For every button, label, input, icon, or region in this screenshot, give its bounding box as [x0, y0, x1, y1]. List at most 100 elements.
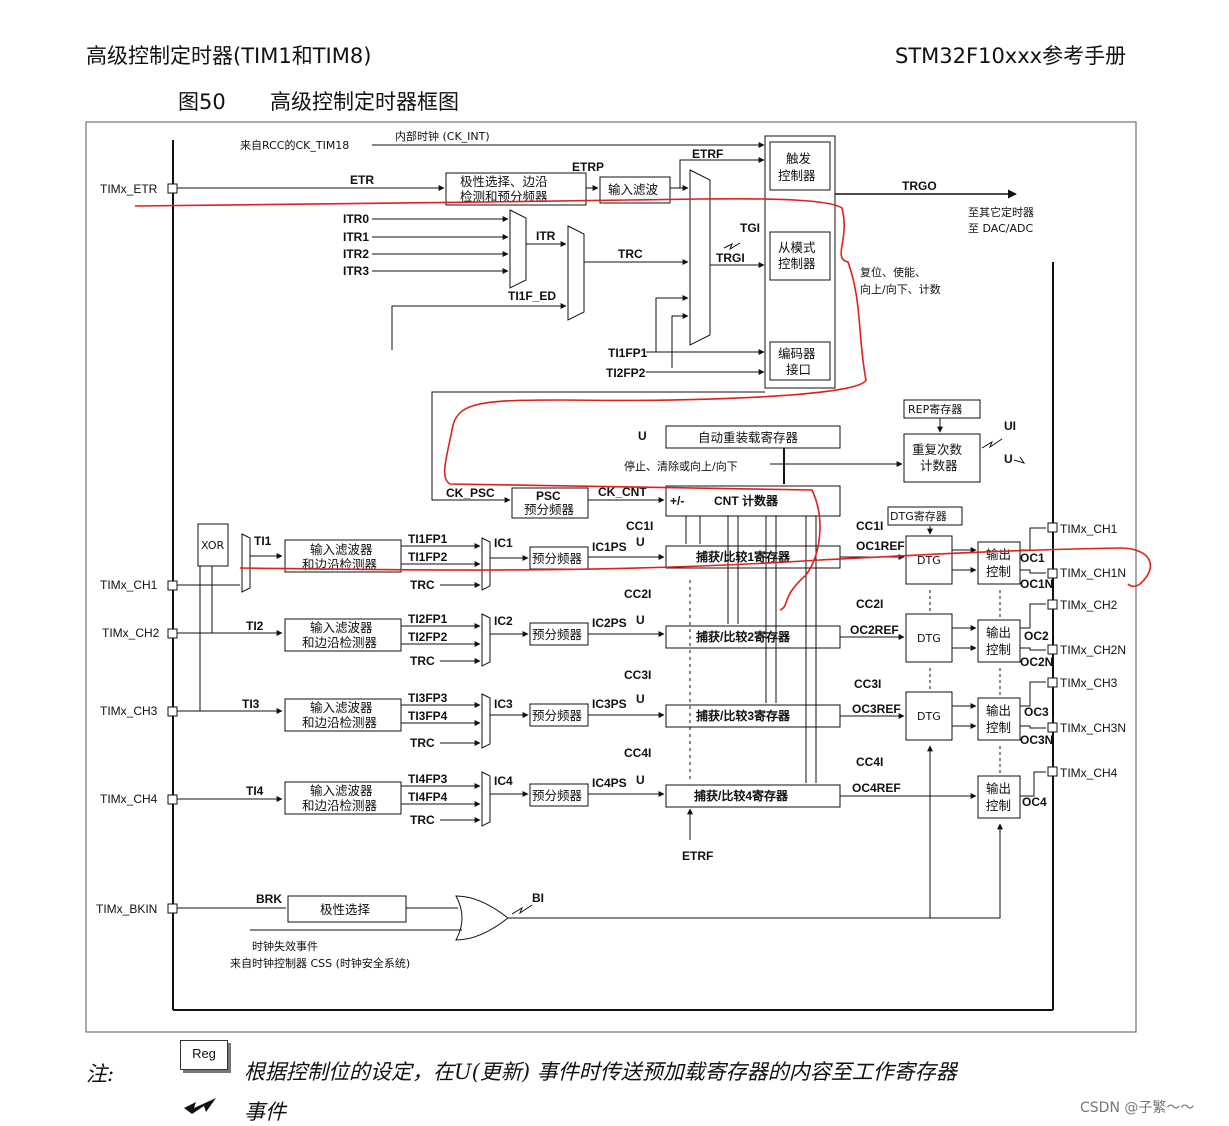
ic2-mux [481, 613, 491, 667]
oc2n-label: OC2N [1020, 655, 1053, 669]
etr-polarity-line1: 极性选择、边沿 [460, 174, 548, 189]
break-polarity-block [287, 895, 407, 923]
psc-line1: PSC [536, 489, 561, 503]
prescaler-ch1-text: 预分频器 [532, 551, 583, 566]
oc1n-label: OC1N [1020, 577, 1053, 591]
ti2-label: TI2 [246, 619, 264, 633]
cnt-block [665, 485, 841, 517]
trgi-label: TRGI [716, 251, 745, 265]
filter-ch4 [284, 781, 402, 815]
ch2-fp1: TI2FP1 [408, 612, 448, 626]
ic4ps-label: IC4PS [592, 776, 627, 790]
ch3-u: U [636, 692, 645, 706]
etr-label: ETR [350, 173, 374, 187]
ch3-fp3: TI3FP3 [408, 691, 448, 705]
out-ctrl-ch3 [977, 697, 1021, 741]
filter-ch3-line2: 和边沿检测器 [302, 715, 378, 730]
out-ctrl-ch1-line1: 输出 [986, 547, 1011, 562]
rep-register [903, 399, 981, 419]
slave-mode-line2: 控制器 [778, 256, 816, 271]
ui-label: UI [1004, 419, 1016, 433]
header-right: STM32F10xxx参考手册 [895, 44, 1127, 68]
pin-out-ch3-label: TIMx_CH3 [1060, 676, 1118, 690]
out-ctrl-ch4 [977, 775, 1021, 819]
ic2ps-label: IC2PS [592, 616, 627, 630]
pin-ch3-label: TIMx_CH3 [100, 704, 158, 718]
oc3-label: OC3 [1024, 705, 1049, 719]
oc2-label: OC2 [1024, 629, 1049, 643]
pin-ch2-label: TIMx_CH2 [102, 626, 160, 640]
pin-out-ch1n-label: TIMx_CH1N [1060, 566, 1126, 580]
tgi-label: TGI [740, 221, 760, 235]
ch1-u: U [636, 535, 645, 549]
pin-bkin [167, 903, 178, 914]
trgo-label: TRGO [902, 179, 937, 193]
oc1-label: OC1 [1020, 551, 1045, 565]
ti2fp2-label: TI2FP2 [606, 366, 646, 380]
pin-out-ch3n-label: TIMx_CH3N [1060, 721, 1126, 735]
itr2-label: ITR2 [343, 247, 369, 261]
ch3-fp4: TI3FP4 [408, 709, 448, 723]
ti1-label: TI1 [254, 534, 272, 548]
out-ctrl-ch2-line1: 输出 [986, 625, 1011, 640]
rep-register-text: REP寄存器 [908, 402, 962, 416]
out-ctrl-ch3-line2: 控制 [986, 720, 1011, 735]
ch1-trc: TRC [410, 578, 435, 592]
stop-clear-label: 停止、清除或向上/向下 [624, 459, 738, 473]
cnt-text: CNT 计数器 [714, 493, 779, 508]
itr3-label: ITR3 [343, 264, 369, 278]
itr1-label: ITR1 [343, 230, 369, 244]
input-filter-block [599, 176, 671, 204]
out-ctrl-ch1 [977, 541, 1021, 585]
out-ctrl-ch4-line2: 控制 [986, 798, 1011, 813]
note-label: 注: [86, 1062, 115, 1086]
pin-ch1 [167, 580, 178, 591]
dtg-ch3 [905, 691, 953, 741]
red-annotations [134, 197, 1152, 611]
ic4-mux [481, 771, 491, 827]
to-other-line2: 至 DAC/ADC [968, 222, 1033, 235]
rep-counter-line2: 计数器 [920, 458, 958, 473]
note-reg-text: 根据控制位的设定，在U(更新) 事件时传送预加载寄存器的内容至工作寄存器 [244, 1060, 957, 1084]
filter-ch4-line1: 输入滤波器 [310, 783, 373, 798]
pin-out-ch1n [1047, 568, 1058, 579]
rep-counter [903, 433, 981, 483]
auto-reload-u: U [638, 429, 647, 443]
cc4-text: 捕获/比较4寄存器 [694, 788, 789, 803]
ic1-label: IC1 [494, 536, 513, 550]
oc-cc4i: CC4I [856, 755, 883, 769]
break-polarity-text: 极性选择 [320, 902, 371, 917]
dtg-ch3-text: DTG [917, 710, 941, 723]
ti3-label: TI3 [242, 697, 260, 711]
encoder-line1: 编码器 [778, 346, 816, 361]
pin-out-ch4-label: TIMx_CH4 [1060, 766, 1118, 780]
itr-label: ITR [536, 229, 556, 243]
psc-block [511, 487, 589, 519]
etrf-bottom-label: ETRF [682, 849, 713, 863]
out-ctrl-ch4-line1: 输出 [986, 781, 1011, 796]
pin-out-ch2n-label: TIMx_CH2N [1060, 643, 1126, 657]
itr-inputs: ITR0 ITR1 ITR2 ITR3 [343, 212, 509, 278]
event-icon [184, 1098, 216, 1114]
oc4ref-label: OC4REF [852, 781, 901, 795]
encoder-interface [769, 341, 831, 381]
filter-ch4-line2: 和边沿检测器 [302, 798, 378, 813]
ch4-trc: TRC [410, 813, 435, 827]
ic3ps-label: IC3PS [592, 697, 627, 711]
etr-polarity-block [445, 172, 587, 206]
oc3ref-label: OC3REF [852, 702, 901, 716]
cc2-text: 捕获/比较2寄存器 [696, 629, 791, 644]
cc1-text: 捕获/比较1寄存器 [696, 549, 791, 564]
ch2-u: U [636, 613, 645, 627]
internal-clock-label: 内部时钟 (CK_INT) [395, 129, 490, 143]
oc-cc2i: CC2I [856, 597, 883, 611]
ch4-fp4: TI4FP4 [408, 790, 448, 804]
pin-ch4-label: TIMx_CH4 [100, 792, 158, 806]
break-or-gate [455, 895, 509, 941]
out-ctrl-ch1-line2: 控制 [986, 564, 1011, 579]
ch2-fp2: TI2FP2 [408, 630, 448, 644]
ch4-u: U [636, 773, 645, 787]
pin-out-ch1-label: TIMx_CH1 [1060, 522, 1118, 536]
ck-cnt-label: CK_CNT [598, 485, 647, 499]
oc-cc3i: CC3I [854, 677, 881, 691]
